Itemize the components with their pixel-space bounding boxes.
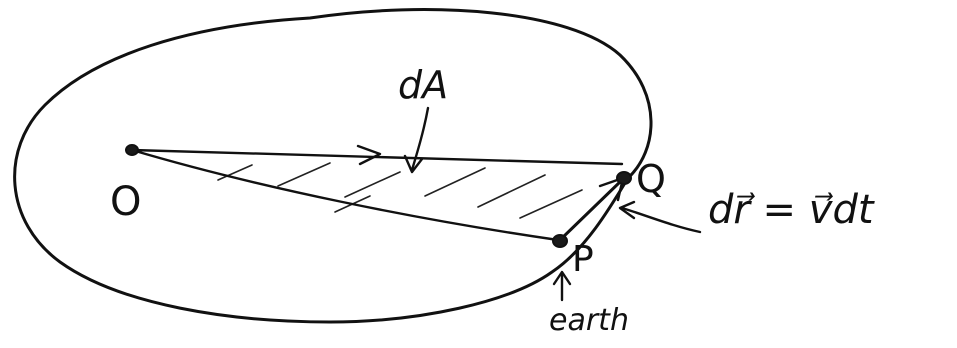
- da-pointer-arrow: [410, 106, 430, 172]
- earth-pointer-arrowhead: [552, 270, 572, 286]
- point-q-dot: [616, 171, 632, 185]
- equation-pointer-arrow: [620, 206, 702, 234]
- displacement-vector: [558, 178, 624, 242]
- point-q-label: Q: [636, 157, 666, 201]
- equation-pointer-arrowhead: [618, 200, 636, 220]
- orbit-ellipse: [13, 8, 653, 324]
- da-pointer-arrowhead: [403, 154, 424, 174]
- radius-line-oq: [130, 148, 624, 166]
- earth-label: earth: [549, 303, 629, 338]
- origin-label: O: [110, 179, 142, 225]
- direction-arrow-icon: [356, 144, 382, 166]
- displacement-equation-label: dr⃗ = v⃗dt: [708, 187, 874, 233]
- point-p-label: P: [572, 239, 594, 280]
- radius-line-op: [130, 148, 560, 242]
- area-element-label: dA: [398, 63, 449, 107]
- swept-area-hatching: [217, 162, 583, 219]
- point-o-dot: [125, 144, 139, 156]
- point-p-dot: [552, 234, 568, 248]
